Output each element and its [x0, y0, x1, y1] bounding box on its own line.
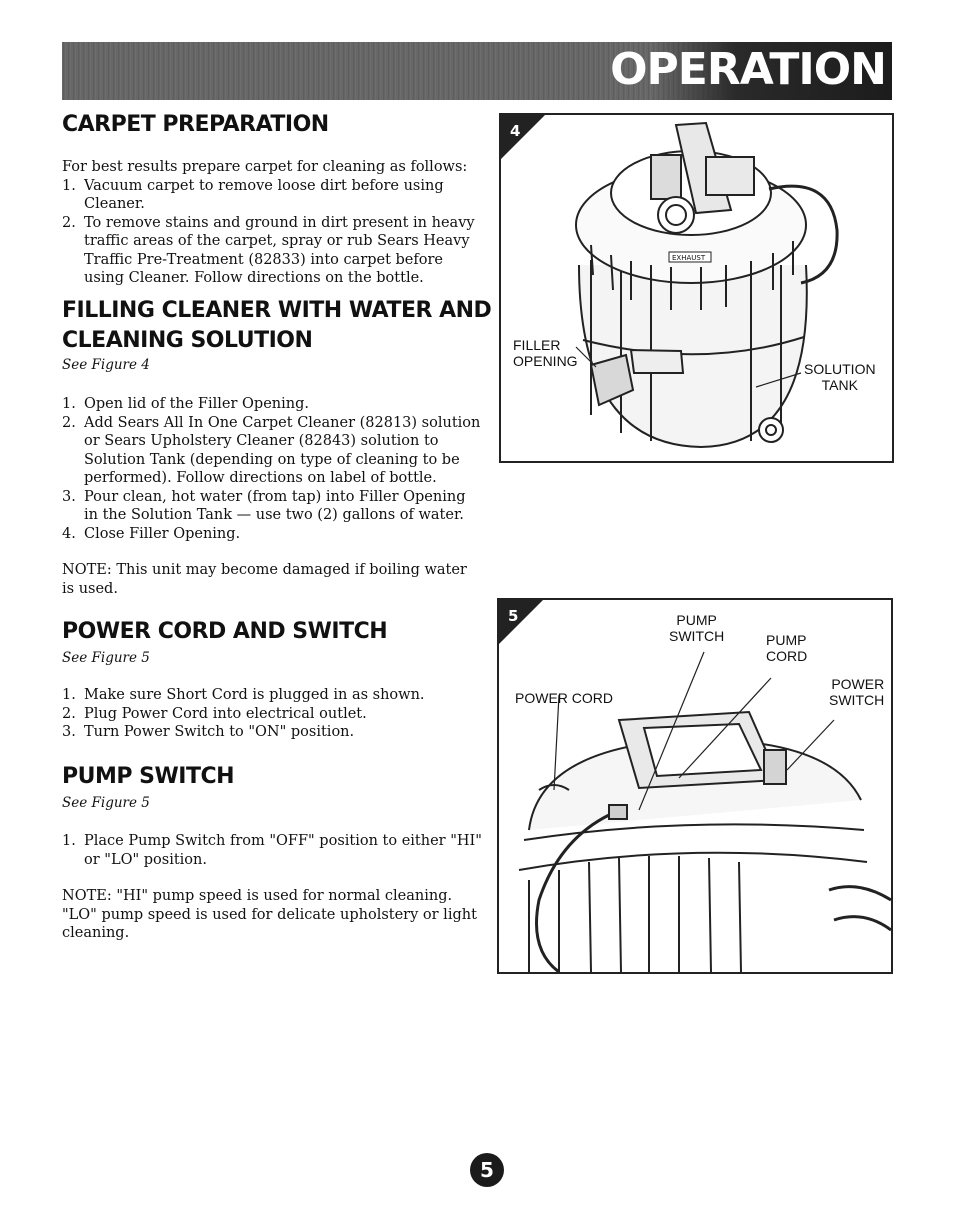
- figure-number: 4: [510, 122, 520, 140]
- step-text: Pour clean, hot water (from tap) into Fi…: [84, 488, 466, 524]
- filling-heading: FILLING CLEANER WITH WATER AND CLEANING …: [62, 296, 492, 356]
- step-number: 3.: [62, 488, 76, 505]
- exhaust-plate: [668, 251, 712, 263]
- step-text: Open lid of the Filler Opening.: [84, 396, 309, 412]
- cleaner-drawing: [575, 121, 839, 449]
- step-number: 2.: [62, 414, 76, 431]
- pump-switch-label-line1: PUMP: [676, 612, 717, 628]
- filler-label-line1: FILLER: [513, 337, 561, 353]
- filling-body: 1. Open lid of the Filler Opening. 2. Add …: [62, 395, 482, 598]
- carpet-prep-intro: For best results prepare carpet for clea…: [62, 159, 468, 175]
- power-see-figure: See Figure 5: [62, 650, 150, 666]
- figure-5-illustration: 5: [499, 600, 891, 972]
- section-banner: OPERATION: [62, 42, 892, 100]
- step-text: Add Sears All In One Carpet Cleaner (828…: [84, 414, 481, 487]
- list-item: 1. Make sure Short Cord is plugged in as …: [62, 686, 482, 705]
- cleaner-drawing: [518, 651, 891, 972]
- carpet-prep-body: For best results prepare carpet for clea…: [62, 158, 482, 288]
- carpet-prep-steps: 1. Vacuum carpet to remove loose dirt bef…: [62, 177, 482, 288]
- power-switch-label-line1: POWER: [831, 676, 885, 692]
- exhaust-label: EXHAUST: [672, 254, 706, 262]
- page-number: 5: [470, 1153, 504, 1187]
- pump-cord-label-line2: CORD: [766, 648, 808, 664]
- power-switch-label-line2: SWITCH: [829, 692, 885, 708]
- step-text: Plug Power Cord into electrical outlet.: [84, 705, 367, 722]
- step-number: 2.: [62, 214, 76, 231]
- step-text: Close Filler Opening.: [84, 525, 241, 542]
- step-number: 1.: [62, 687, 76, 703]
- list-item: 3. Pour clean, hot water (from tap) into …: [62, 488, 482, 525]
- power-switch-label: POWER SWITCH: [829, 676, 884, 708]
- list-item: 2. Plug Power Cord into electrical outlet…: [62, 705, 482, 724]
- carpet-prep-heading: CARPET PREPARATION: [62, 112, 329, 137]
- step-number: 1.: [62, 396, 76, 412]
- pump-note: NOTE: "HI" pump speed is used for normal…: [62, 888, 477, 941]
- list-item: 1. Vacuum carpet to remove loose dirt bef…: [62, 177, 482, 214]
- list-item: 1. Place Pump Switch from "OFF" position …: [62, 832, 482, 869]
- banner-shade: [652, 42, 892, 100]
- power-body: 1. Make sure Short Cord is plugged in as …: [62, 686, 482, 742]
- pump-heading: PUMP SWITCH: [62, 764, 235, 789]
- solution-label-line2: TANK: [821, 377, 858, 393]
- list-item: 1. Open lid of the Filler Opening.: [62, 395, 482, 414]
- step-text: Turn Power Switch to "ON" position.: [84, 724, 355, 740]
- step-number: 1.: [62, 833, 76, 849]
- power-heading: POWER CORD AND SWITCH: [62, 619, 388, 644]
- pump-switch-label-line2: SWITCH: [669, 628, 725, 644]
- pump-cord-label-line1: PUMP: [766, 632, 807, 648]
- solution-tank-label: SOLUTION TANK: [804, 361, 876, 393]
- power-cord-label: POWER CORD: [515, 690, 613, 706]
- step-text: Make sure Short Cord is plugged in as sh…: [84, 687, 425, 703]
- power-steps: 1. Make sure Short Cord is plugged in as …: [62, 686, 482, 742]
- step-text: To remove stains and ground in dirt pres…: [84, 214, 475, 287]
- filler-label-line2: OPENING: [513, 353, 578, 369]
- solution-label-line1: SOLUTION: [804, 361, 876, 377]
- figure-5: 5 PUMP SWITCH: [497, 598, 893, 974]
- pump-see-figure: See Figure 5: [62, 795, 150, 811]
- figure-4: 4 EXHA: [499, 113, 894, 463]
- list-item: 2. Add Sears All In One Carpet Cleaner (8…: [62, 414, 482, 488]
- figure-4-illustration: 4 EXHA: [501, 115, 839, 449]
- filling-steps: 1. Open lid of the Filler Opening. 2. Add …: [62, 395, 482, 543]
- figure-number-badge: [499, 600, 543, 644]
- figure-number-badge: [501, 115, 545, 159]
- list-item: 2. To remove stains and ground in dirt pr…: [62, 214, 482, 288]
- step-number: 3.: [62, 724, 76, 740]
- pump-steps: 1. Place Pump Switch from "OFF" position …: [62, 832, 482, 869]
- section-title: OPERATION: [610, 44, 887, 95]
- step-text: Vacuum carpet to remove loose dirt befor…: [84, 177, 444, 213]
- filling-note: NOTE: This unit may become damaged if bo…: [62, 562, 467, 597]
- step-text: Place Pump Switch from "OFF" position to…: [84, 833, 482, 868]
- filling-heading-line2: CLEANING SOLUTION: [62, 328, 313, 353]
- step-number: 4.: [62, 525, 76, 542]
- list-item: 4. Close Filler Opening.: [62, 525, 482, 544]
- filler-opening-label: FILLER OPENING: [513, 337, 578, 369]
- pump-body: 1. Place Pump Switch from "OFF" position …: [62, 832, 482, 943]
- step-number: 1.: [62, 177, 76, 194]
- figure-number: 5: [508, 607, 518, 625]
- list-item: 3. Turn Power Switch to "ON" position.: [62, 723, 482, 742]
- filling-heading-line1: FILLING CLEANER WITH WATER AND: [62, 298, 492, 323]
- pump-switch-label: PUMP SWITCH: [669, 612, 724, 644]
- pump-cord-label: PUMP CORD: [766, 632, 807, 664]
- filling-see-figure: See Figure 4: [62, 357, 150, 373]
- step-number: 2.: [62, 705, 76, 722]
